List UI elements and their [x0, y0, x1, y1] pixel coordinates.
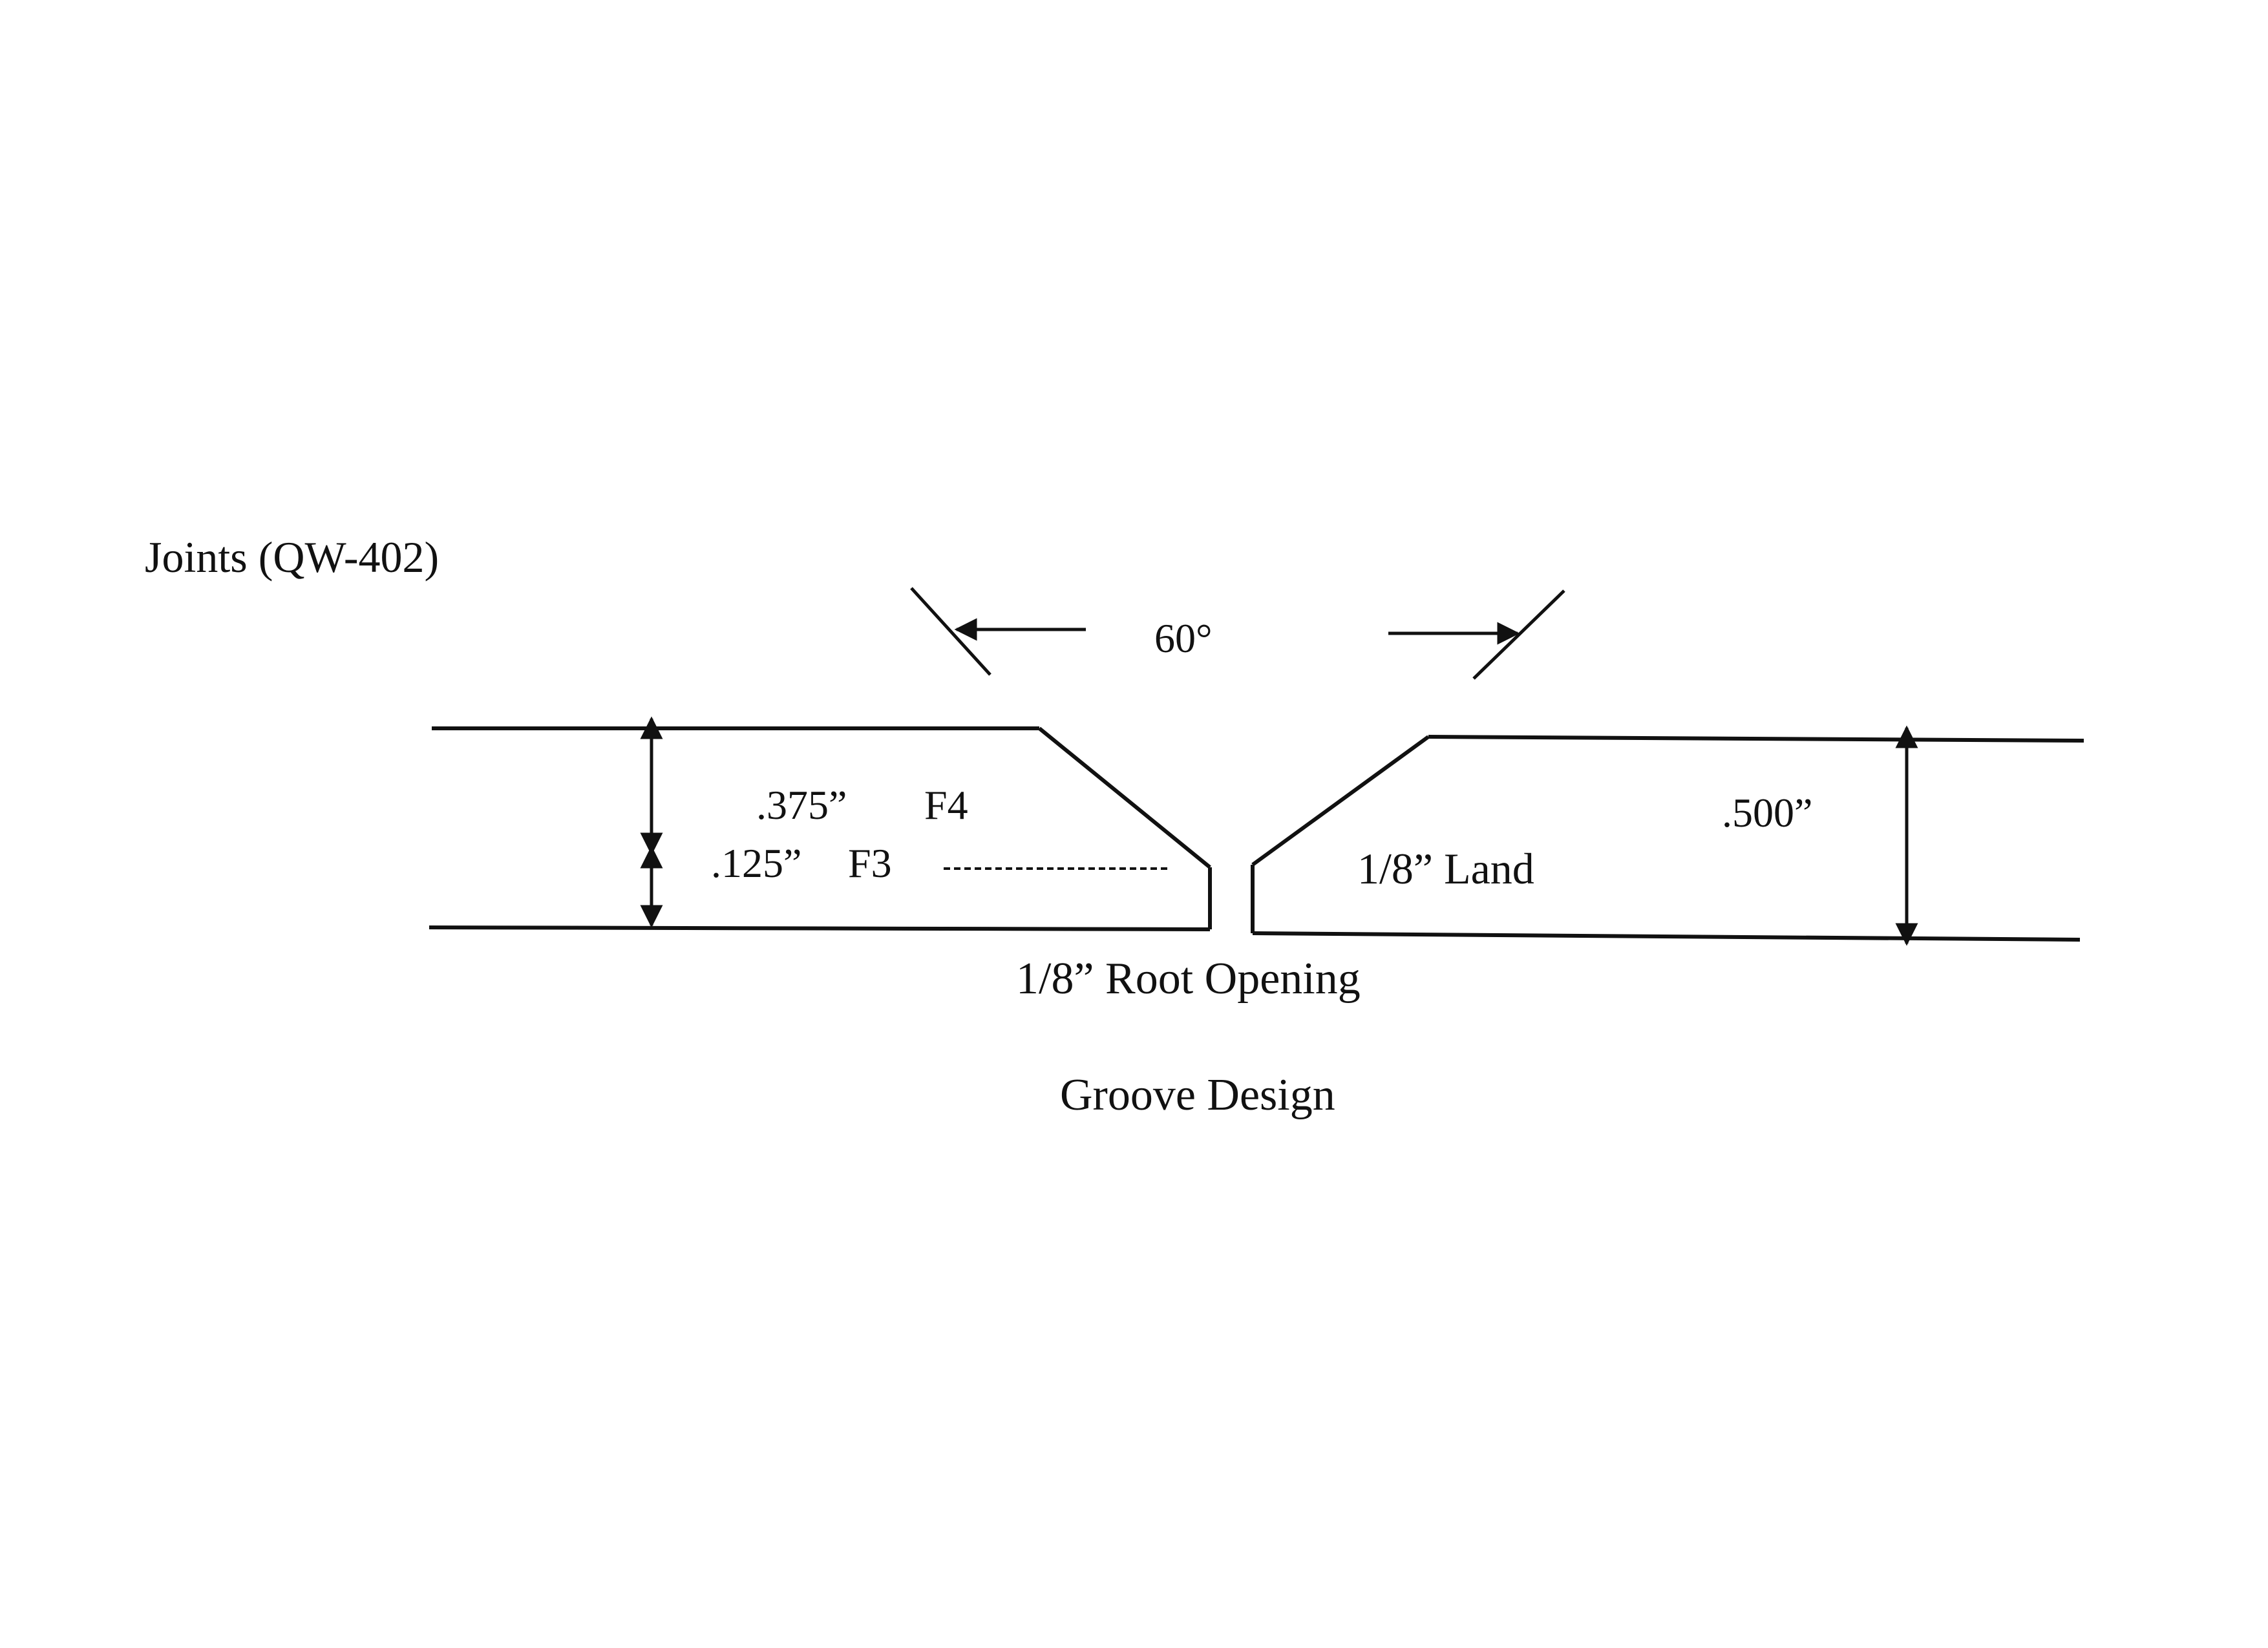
angle-dimension [910, 587, 1565, 680]
angle-left-extension-line [910, 587, 991, 676]
diagram-caption: Groove Design [1060, 1070, 1335, 1120]
right-plate [1251, 735, 2084, 942]
land-label: 1/8” Land [1357, 844, 1534, 893]
upper-depth-tag: F4 [924, 782, 968, 828]
lower-depth-label: .125” [711, 840, 802, 886]
left-bevel-face [1038, 726, 1211, 869]
section-heading: Joints (QW-402) [145, 533, 440, 582]
plate-thickness-label: .500” [1722, 790, 1813, 836]
lower-depth-tag: F3 [848, 840, 892, 886]
right-bevel-face [1251, 735, 1430, 867]
left-plate-bottom-edge [429, 925, 1211, 931]
right-plate-top-edge [1428, 735, 2084, 743]
groove-angle-label: 60° [1154, 615, 1213, 661]
left-plate [429, 726, 1212, 931]
right-plate-bottom-edge [1252, 931, 2081, 942]
root-opening-label: 1/8” Root Opening [1016, 954, 1361, 1004]
upper-depth-label: .375” [756, 782, 847, 828]
